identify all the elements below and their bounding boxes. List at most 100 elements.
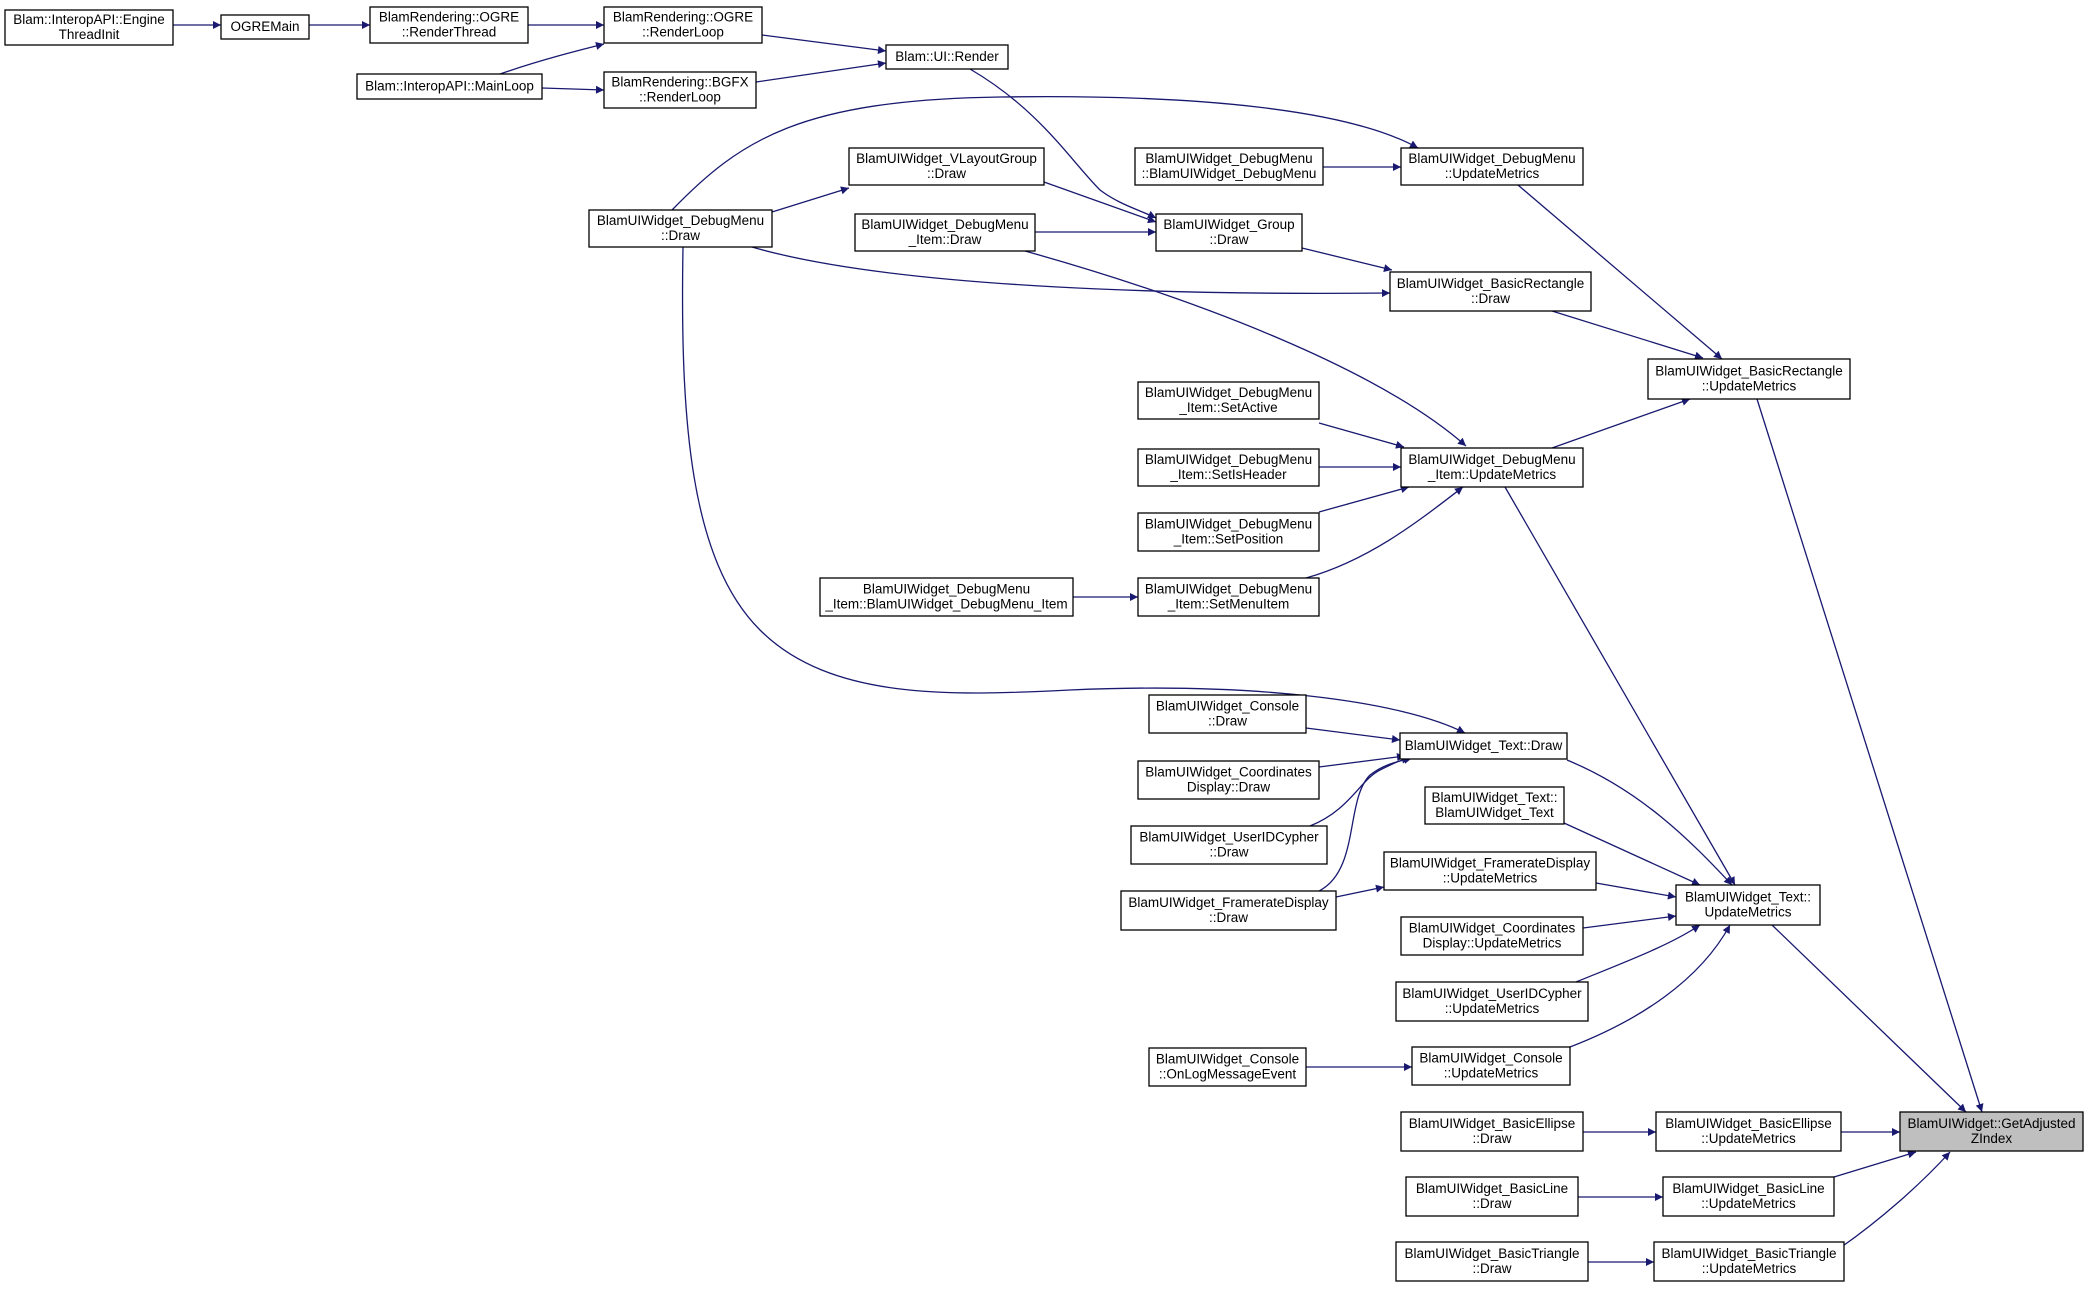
node-text_updatemetrics[interactable]: BlamUIWidget_Text::UpdateMetrics xyxy=(1675,884,1821,926)
node-box[interactable] xyxy=(1155,213,1303,252)
node-console_draw[interactable]: BlamUIWidget_Console::Draw xyxy=(1148,694,1307,734)
node-box[interactable] xyxy=(220,14,310,40)
node-basictriangle_draw[interactable]: BlamUIWidget_BasicTriangle::Draw xyxy=(1395,1241,1589,1282)
node-label: _Item::BlamUIWidget_DebugMenu_Item xyxy=(824,597,1067,612)
node-box[interactable] xyxy=(1675,884,1821,926)
node-box[interactable] xyxy=(1400,147,1584,186)
node-debugmenu_draw[interactable]: BlamUIWidget_DebugMenu::Draw xyxy=(588,209,773,248)
node-ui_render[interactable]: Blam::UI::Render xyxy=(885,44,1009,70)
node-box[interactable] xyxy=(1130,825,1328,865)
node-item_setactive[interactable]: BlamUIWidget_DebugMenu_Item::SetActive xyxy=(1137,381,1320,420)
edge-basicrect_draw-to-basicrect_updatemetrics xyxy=(1551,310,1704,360)
node-debugmenu_updatemetrics[interactable]: BlamUIWidget_DebugMenu::UpdateMetrics xyxy=(1400,147,1584,186)
node-vlayoutgroup_draw[interactable]: BlamUIWidget_VLayoutGroup::Draw xyxy=(848,147,1045,186)
node-framerate_draw[interactable]: BlamUIWidget_FramerateDisplay::Draw xyxy=(1120,890,1337,931)
node-box[interactable] xyxy=(1655,1111,1842,1152)
node-box[interactable] xyxy=(1137,381,1320,420)
node-ogre_render_loop[interactable]: BlamRendering::OGRE::RenderLoop xyxy=(603,6,763,44)
node-box[interactable] xyxy=(1134,147,1324,186)
node-console_updatemetrics[interactable]: BlamUIWidget_Console::UpdateMetrics xyxy=(1411,1046,1571,1086)
node-label: BlamUIWidget_BasicTriangle xyxy=(1404,1246,1579,1261)
node-debugmenu_item_draw[interactable]: BlamUIWidget_DebugMenu_Item::Draw xyxy=(854,213,1036,252)
node-box[interactable] xyxy=(1662,1176,1835,1217)
node-box[interactable] xyxy=(1137,448,1320,487)
node-box[interactable] xyxy=(1405,1176,1579,1217)
node-box[interactable] xyxy=(603,6,763,44)
node-label: BlamUIWidget_DebugMenu xyxy=(861,217,1028,232)
node-label: BlamUIWidget_DebugMenu xyxy=(1408,151,1575,166)
node-box[interactable] xyxy=(1395,1241,1589,1282)
node-ogre_render_thread[interactable]: BlamRendering::OGRE::RenderThread xyxy=(369,6,529,44)
node-box[interactable] xyxy=(1383,851,1597,891)
node-bgfx_render_loop[interactable]: BlamRendering::BGFX::RenderLoop xyxy=(603,71,757,109)
node-label: BlamUIWidget_BasicLine xyxy=(1416,1181,1568,1196)
node-box[interactable] xyxy=(1137,760,1320,800)
node-interop_main_loop[interactable]: Blam::InteropAPI::MainLoop xyxy=(356,73,543,100)
node-box[interactable] xyxy=(1389,271,1592,312)
edge-debugmenu_draw-to-basicrect_draw xyxy=(751,246,1391,298)
node-basicline_draw[interactable]: BlamUIWidget_BasicLine::Draw xyxy=(1405,1176,1579,1217)
edge-ogre_render_loop-to-ui_render xyxy=(761,34,887,54)
node-box[interactable] xyxy=(885,44,1009,70)
node-item_setisheader[interactable]: BlamUIWidget_DebugMenu_Item::SetIsHeader xyxy=(1137,448,1320,487)
node-box[interactable] xyxy=(1137,577,1320,617)
node-label: ::Draw xyxy=(1208,714,1247,729)
edge-framerate_updatemetrics-to-text_updatemetrics xyxy=(1595,882,1677,900)
node-label: BlamUIWidget_DebugMenu xyxy=(1145,582,1312,597)
node-basicline_updatemetrics[interactable]: BlamUIWidget_BasicLine::UpdateMetrics xyxy=(1662,1176,1835,1217)
node-box[interactable] xyxy=(1137,512,1320,552)
node-text_draw[interactable]: BlamUIWidget_Text::Draw xyxy=(1399,732,1568,760)
node-box[interactable] xyxy=(1120,890,1337,931)
node-box[interactable] xyxy=(1395,981,1589,1022)
node-coords_updatemetrics[interactable]: BlamUIWidget_CoordinatesDisplay::UpdateM… xyxy=(1400,916,1584,956)
node-ogremain[interactable]: OGREMain xyxy=(220,14,310,40)
node-group_draw[interactable]: BlamUIWidget_Group::Draw xyxy=(1155,213,1303,252)
node-box[interactable] xyxy=(1148,694,1307,734)
edge-debugmenu_item_draw-to-item_updatemetrics xyxy=(1024,250,1467,447)
node-box[interactable] xyxy=(1424,786,1565,825)
node-basicrect_updatemetrics[interactable]: BlamUIWidget_BasicRectangle::UpdateMetri… xyxy=(1647,358,1851,400)
node-box[interactable] xyxy=(369,6,529,44)
node-box[interactable] xyxy=(1653,1241,1845,1282)
node-useridcypher_updatemetrics[interactable]: BlamUIWidget_UserIDCypher::UpdateMetrics xyxy=(1395,981,1589,1022)
node-label: BlamUIWidget_FramerateDisplay xyxy=(1390,856,1591,871)
node-box[interactable] xyxy=(848,147,1045,186)
edge-bgfx_render_loop-to-ui_render xyxy=(755,60,887,83)
node-debugmenu_ctor[interactable]: BlamUIWidget_DebugMenu::BlamUIWidget_Deb… xyxy=(1134,147,1324,186)
node-box[interactable] xyxy=(1400,447,1584,488)
node-label: ::Draw xyxy=(927,166,966,181)
node-console_onlogmessage[interactable]: BlamUIWidget_Console::OnLogMessageEvent xyxy=(1148,1047,1307,1087)
node-basicellipse_updatemetrics[interactable]: BlamUIWidget_BasicEllipse::UpdateMetrics xyxy=(1655,1111,1842,1152)
node-box[interactable] xyxy=(1148,1047,1307,1087)
node-label: ::Draw xyxy=(1472,1131,1511,1146)
node-box[interactable] xyxy=(1411,1046,1571,1086)
node-box[interactable] xyxy=(1400,916,1584,956)
node-box[interactable] xyxy=(588,209,773,248)
edge-coords_draw-to-text_draw xyxy=(1318,753,1406,768)
node-item_updatemetrics[interactable]: BlamUIWidget_DebugMenu_Item::UpdateMetri… xyxy=(1400,447,1584,488)
node-box[interactable] xyxy=(1647,358,1851,400)
node-item_setmenuitem[interactable]: BlamUIWidget_DebugMenu_Item::SetMenuItem xyxy=(1137,577,1320,617)
node-box[interactable] xyxy=(1899,1111,2084,1152)
node-label: BlamUIWidget_DebugMenu xyxy=(1408,452,1575,467)
node-useridcypher_draw[interactable]: BlamUIWidget_UserIDCypher::Draw xyxy=(1130,825,1328,865)
node-box[interactable] xyxy=(1400,1111,1584,1152)
node-box[interactable] xyxy=(356,73,543,100)
node-box[interactable] xyxy=(603,71,757,109)
node-box[interactable] xyxy=(1399,732,1568,760)
node-item_ctor[interactable]: BlamUIWidget_DebugMenu_Item::BlamUIWidge… xyxy=(819,577,1074,617)
node-item_setposition[interactable]: BlamUIWidget_DebugMenu_Item::SetPosition xyxy=(1137,512,1320,552)
node-label: BlamUIWidget_DebugMenu xyxy=(1145,151,1312,166)
node-text_ctor[interactable]: BlamUIWidget_Text::BlamUIWidget_Text xyxy=(1424,786,1565,825)
node-box[interactable] xyxy=(854,213,1036,252)
node-basicrect_draw[interactable]: BlamUIWidget_BasicRectangle::Draw xyxy=(1389,271,1592,312)
node-box[interactable] xyxy=(4,9,174,46)
node-box[interactable] xyxy=(819,577,1074,617)
node-basicellipse_draw[interactable]: BlamUIWidget_BasicEllipse::Draw xyxy=(1400,1111,1584,1152)
node-framerate_updatemetrics[interactable]: BlamUIWidget_FramerateDisplay::UpdateMet… xyxy=(1383,851,1597,891)
node-basictriangle_updatemetrics[interactable]: BlamUIWidget_BasicTriangle::UpdateMetric… xyxy=(1653,1241,1845,1282)
